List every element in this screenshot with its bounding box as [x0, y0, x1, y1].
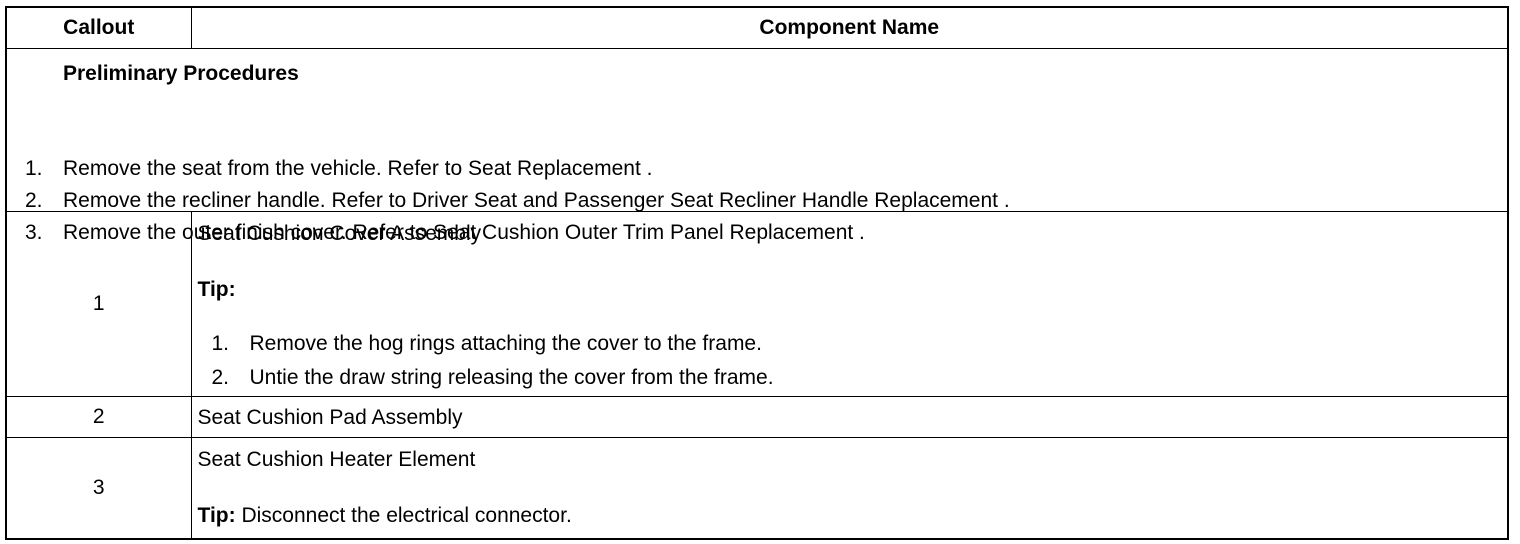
component-cell: Seat Cushion Cover Assembly Tip: 1. Remov… [190, 211, 1509, 397]
tip-step: 2. Untie the draw string releasing the co… [212, 361, 774, 395]
component-name: Seat Cushion Cover Assembly [197, 222, 482, 245]
components-table: Callout Component Name Preliminary Proce… [5, 6, 1509, 540]
step-number: 2. [25, 189, 43, 212]
header-row: Callout Component Name [5, 6, 1509, 49]
table-row: 1 Seat Cushion Cover Assembly Tip: 1. Rem… [5, 211, 1509, 397]
step-number: 2. [211, 366, 230, 389]
callout-cell: 3 [5, 437, 192, 540]
header-component-name: Component Name [190, 6, 1509, 49]
component-name: Seat Cushion Heater Element [197, 448, 476, 471]
callout-cell: 1 [5, 211, 192, 397]
preliminary-title: Preliminary Procedures [63, 62, 299, 85]
header-callout: Callout [5, 6, 192, 49]
preliminary-step: 1. Remove the seat from the vehicle. Refe… [25, 153, 1010, 185]
tip-label: Tip: [197, 504, 236, 527]
tip-line: Tip: Disconnect the electrical connector… [198, 504, 572, 528]
step-text: Untie the draw string releasing the cove… [249, 366, 774, 389]
step-text: Remove the hog rings attaching the cover… [249, 332, 762, 355]
preliminary-cell: Preliminary Procedures 1. Remove the seat… [5, 48, 1509, 244]
table-row: 2 Seat Cushion Pad Assembly [5, 396, 1509, 438]
preliminary-row: Preliminary Procedures 1. Remove the seat… [5, 48, 1509, 244]
tip-text: Disconnect the electrical connector. [235, 504, 572, 527]
tip-steps: 1. Remove the hog rings attaching the cov… [212, 327, 774, 395]
tip-label: Tip: [197, 278, 236, 301]
tip-step: 1. Remove the hog rings attaching the cov… [212, 327, 774, 361]
step-text: Remove the seat from the vehicle. Refer … [63, 157, 653, 180]
step-number: 3. [25, 221, 43, 244]
component-name: Seat Cushion Pad Assembly [197, 406, 463, 429]
step-number: 1. [211, 332, 230, 355]
callout-cell: 2 [5, 396, 192, 438]
preliminary-step: 2. Remove the recliner handle. Refer to D… [25, 185, 1010, 217]
table-row: 3 Seat Cushion Heater Element Tip: Disco… [5, 437, 1509, 540]
tip-line: Tip: [198, 278, 236, 302]
component-cell: Seat Cushion Pad Assembly [190, 396, 1509, 438]
component-cell: Seat Cushion Heater Element Tip: Disconn… [190, 437, 1509, 540]
step-number: 1. [25, 157, 43, 180]
step-text: Remove the recliner handle. Refer to Dri… [63, 189, 1010, 212]
